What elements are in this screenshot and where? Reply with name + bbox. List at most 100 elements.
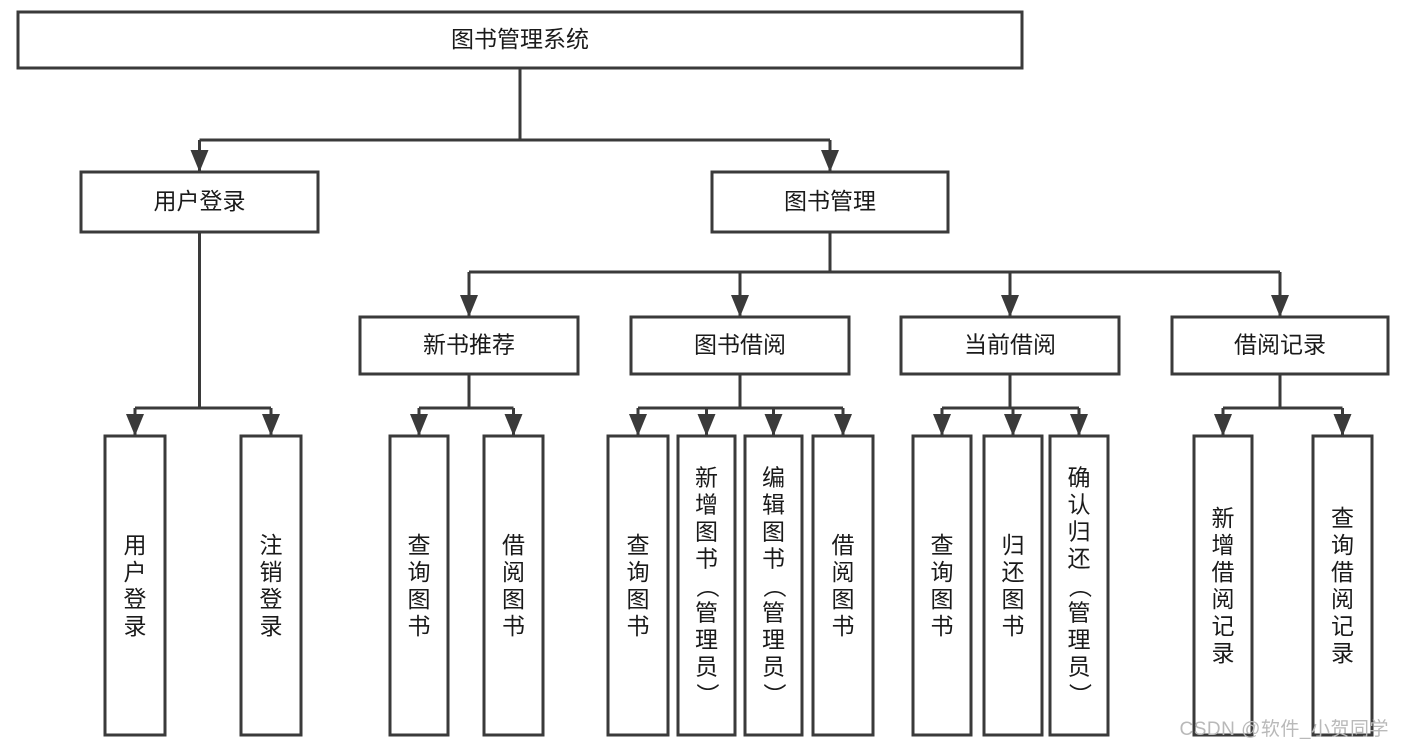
node-box <box>103 434 167 737</box>
arrow-head-icon <box>1214 414 1232 436</box>
level3-node-当前借阅[interactable]: 当前借阅 <box>899 315 1121 376</box>
level2-node-用户登录[interactable]: 用户登录 <box>79 170 320 234</box>
node-label-char: 查 <box>1331 505 1354 531</box>
root-node-图书管理系统[interactable]: 图书管理系统 <box>16 10 1024 70</box>
arrow-head-icon <box>834 414 852 436</box>
arrow-head-icon <box>460 295 478 317</box>
node-box <box>482 434 545 737</box>
node-label-char: 询 <box>627 559 650 585</box>
arrow-head-icon <box>697 414 716 436</box>
node-box <box>358 315 580 376</box>
arrow-head-icon <box>1333 414 1352 436</box>
node-label-char: 图 <box>627 586 650 612</box>
node-label-char: 阅 <box>832 559 855 585</box>
level3-node-新书推荐[interactable]: 新书推荐 <box>358 315 580 376</box>
node-label-char: 询 <box>1331 532 1354 558</box>
node-box <box>239 434 303 737</box>
arrow-head-icon <box>190 150 209 172</box>
node-label-char: 新 <box>1212 505 1235 531</box>
node-label-char: 查 <box>408 532 431 558</box>
node-label-char: 编 <box>762 465 785 491</box>
node-label-char: 还 <box>1002 559 1025 585</box>
level3-node-借阅记录[interactable]: 借阅记录 <box>1170 315 1390 376</box>
node-label-char: 录 <box>1331 640 1354 666</box>
arrow-head-icon <box>821 150 839 172</box>
node-label-char: 录 <box>260 613 283 639</box>
node-label-char: 图 <box>695 519 718 545</box>
level2-node-图书管理[interactable]: 图书管理 <box>710 170 950 234</box>
node-label-char: 管 <box>1068 600 1091 626</box>
node-label-char: 录 <box>124 613 147 639</box>
node-label-char: 确 <box>1068 465 1091 491</box>
node-box <box>911 434 973 737</box>
node-label-char: 图 <box>502 586 525 612</box>
node-label-char: 登 <box>260 586 283 612</box>
node-label: 当前借阅 <box>964 332 1056 358</box>
node-label-char: 书 <box>502 613 525 639</box>
node-box <box>743 434 804 737</box>
node-label-char: ） <box>1067 683 1093 706</box>
node-label-char: 书 <box>627 613 650 639</box>
node-box <box>16 10 1024 70</box>
arrow-head-icon <box>933 414 951 436</box>
node-label-char: ） <box>762 683 788 706</box>
node-label-char: 理 <box>695 627 718 653</box>
node-label-char: （ <box>762 575 788 598</box>
arrow-head-icon <box>1070 414 1088 436</box>
arrow-head-icon <box>1001 295 1019 317</box>
node-box <box>899 315 1121 376</box>
node-label-char: （ <box>1067 575 1093 598</box>
node-label-char: 书 <box>762 546 785 572</box>
node-label-char: 图 <box>762 519 785 545</box>
node-label-char: 书 <box>1002 613 1025 639</box>
node-label-char: 员 <box>1068 654 1091 680</box>
arrow-head-icon <box>731 295 749 317</box>
node-label-char: 书 <box>832 613 855 639</box>
node-label-char: 借 <box>502 532 525 558</box>
node-box <box>1170 315 1390 376</box>
node-layer: 图书管理系统用户登录图书管理新书推荐图书借阅当前借阅借阅记录用户登录注销登录查询… <box>16 10 1390 737</box>
arrow-head-icon <box>764 414 783 436</box>
arrow-head-icon <box>629 414 647 436</box>
node-label-char: 询 <box>931 559 954 585</box>
leaf-node-用户登录[interactable]: 用户登录 <box>103 434 167 737</box>
node-label-char: 理 <box>762 627 785 653</box>
arrow-head-icon <box>504 414 523 436</box>
node-label-char: 注 <box>260 532 283 558</box>
level3-node-图书借阅[interactable]: 图书借阅 <box>629 315 851 376</box>
node-box <box>982 434 1044 737</box>
node-label-char: 员 <box>762 654 785 680</box>
node-box <box>79 170 320 234</box>
arrow-head-icon <box>410 414 428 436</box>
node-label: 用户登录 <box>154 188 246 214</box>
node-label-char: 录 <box>1212 640 1235 666</box>
node-label-char: 员 <box>695 654 718 680</box>
node-label: 新书推荐 <box>423 332 515 358</box>
node-label: 图书借阅 <box>694 332 786 358</box>
node-label-char: 销 <box>260 559 283 585</box>
node-label-char: 书 <box>931 613 954 639</box>
node-label-char: 借 <box>1212 559 1235 585</box>
node-box <box>1048 434 1110 737</box>
node-label-char: 登 <box>124 586 147 612</box>
node-label-char: 阅 <box>1331 586 1354 612</box>
node-box <box>606 434 670 737</box>
node-label-char: 书 <box>695 546 718 572</box>
node-label-char: 阅 <box>1212 586 1235 612</box>
node-box <box>710 170 950 234</box>
connector-layer <box>126 68 1352 436</box>
node-box <box>1192 434 1254 737</box>
